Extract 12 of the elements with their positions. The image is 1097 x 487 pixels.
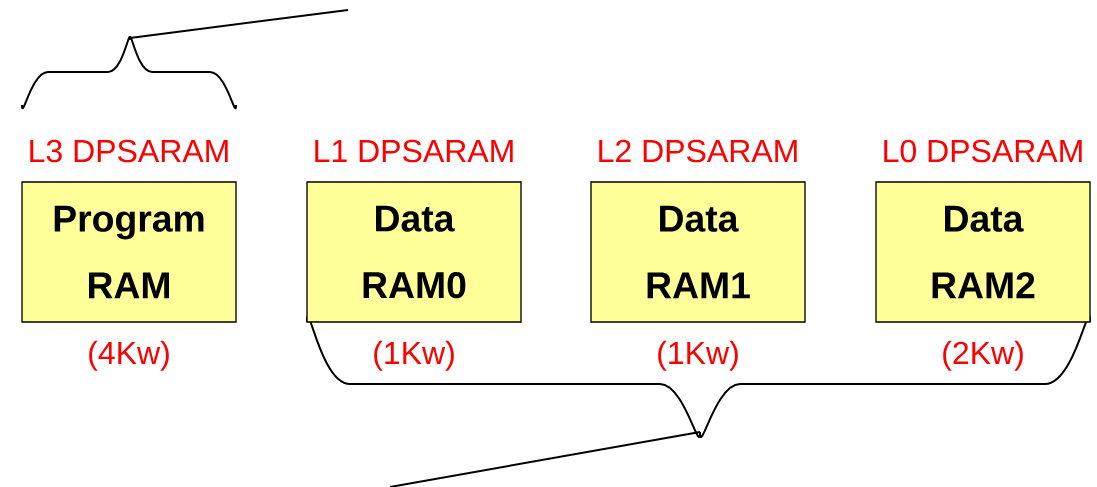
memory-box: Data RAM0 bbox=[306, 181, 522, 323]
memory-box: Data RAM1 bbox=[590, 181, 806, 323]
size-label: (1Kw) bbox=[658, 340, 738, 371]
memory-label: L1 DPSARAM bbox=[315, 139, 513, 163]
memory-box: Program RAM bbox=[21, 181, 237, 323]
memory-box: Data RAM2 bbox=[875, 181, 1091, 323]
size-label: (4Kw) bbox=[89, 340, 169, 371]
size-label: (1Kw) bbox=[374, 340, 454, 371]
memory-label: L2 DPSARAM bbox=[599, 139, 797, 163]
size-label: (2Kw) bbox=[943, 340, 1023, 371]
memory-label: L0 DPSARAM bbox=[884, 139, 1082, 163]
memory-label: L3 DPSARAM bbox=[30, 139, 228, 163]
